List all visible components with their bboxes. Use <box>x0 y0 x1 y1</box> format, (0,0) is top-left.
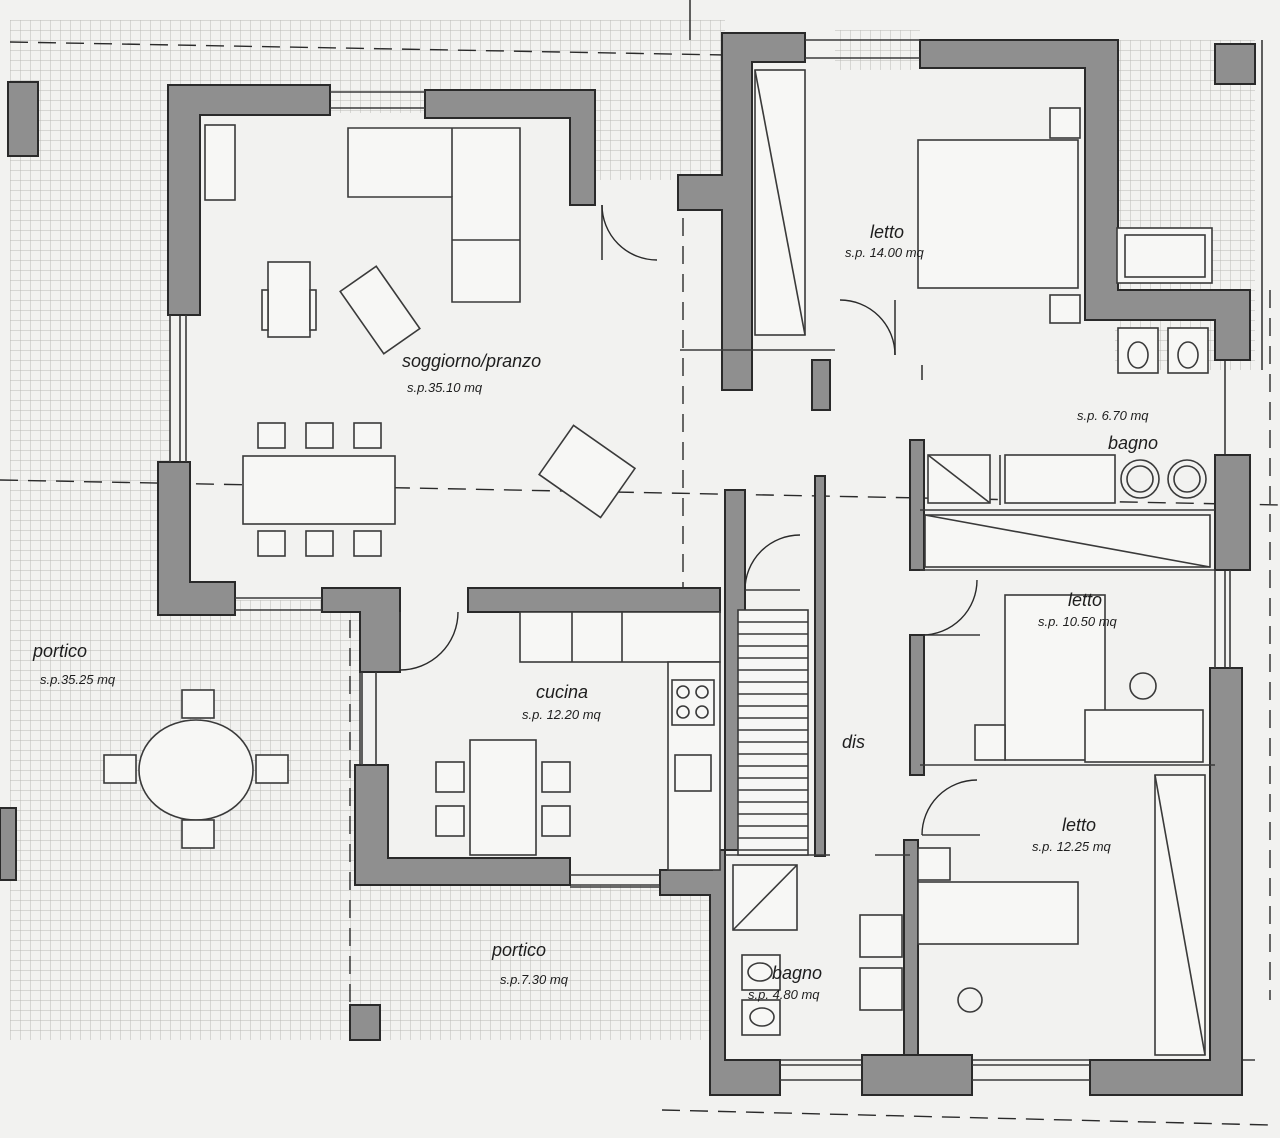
room-area-soggiorno: s.p.35.10 mq <box>407 380 483 395</box>
room-name-letto2: letto <box>1068 590 1103 610</box>
bedroom2-furniture <box>924 514 1211 763</box>
partitions <box>680 349 1215 856</box>
room-name-letto3: letto <box>1062 815 1097 835</box>
room-area-bagno2: s.p. 4.80 mq <box>748 987 820 1002</box>
room-name-bagno1: bagno <box>1108 433 1159 453</box>
room-area-letto1: s.p. 14.00 mq <box>845 245 924 260</box>
room-name-soggiorno: soggiorno/pranzo <box>402 351 542 371</box>
room-area-portico1: s.p.35.25 mq <box>40 672 116 687</box>
room-name-letto1: letto <box>870 222 905 242</box>
room-area-letto2: s.p. 10.50 mq <box>1038 614 1117 629</box>
paving-gap-top <box>595 88 725 180</box>
room-area-portico2: s.p.7.30 mq <box>500 972 568 987</box>
walls <box>0 32 1256 1096</box>
room-name-bagno2: bagno <box>772 963 823 983</box>
room-name-dis: dis <box>842 732 866 752</box>
living-furniture <box>204 124 637 557</box>
bedroom3-furniture <box>917 774 1206 1056</box>
room-area-cucina: s.p. 12.20 mq <box>522 707 601 722</box>
room-name-cucina: cucina <box>536 682 589 702</box>
doors <box>399 204 980 836</box>
paving-top-right <box>835 30 920 70</box>
room-area-bagno1: s.p. 6.70 mq <box>1077 408 1149 423</box>
staircase <box>737 609 809 856</box>
paved-areas <box>10 20 1255 1040</box>
room-area-letto3: s.p. 12.25 mq <box>1032 839 1111 854</box>
portico-dining <box>103 689 289 849</box>
room-name-portico2: portico <box>492 940 547 960</box>
bathroom1-fixtures <box>927 327 1209 504</box>
bathroom2-fixtures <box>732 864 903 1036</box>
bedroom1-furniture <box>754 69 1213 336</box>
windows <box>169 39 1231 1081</box>
paving-portico-bottom <box>350 885 710 1040</box>
room-name-portico1: portico <box>33 641 88 661</box>
kitchen-furniture <box>435 611 721 871</box>
